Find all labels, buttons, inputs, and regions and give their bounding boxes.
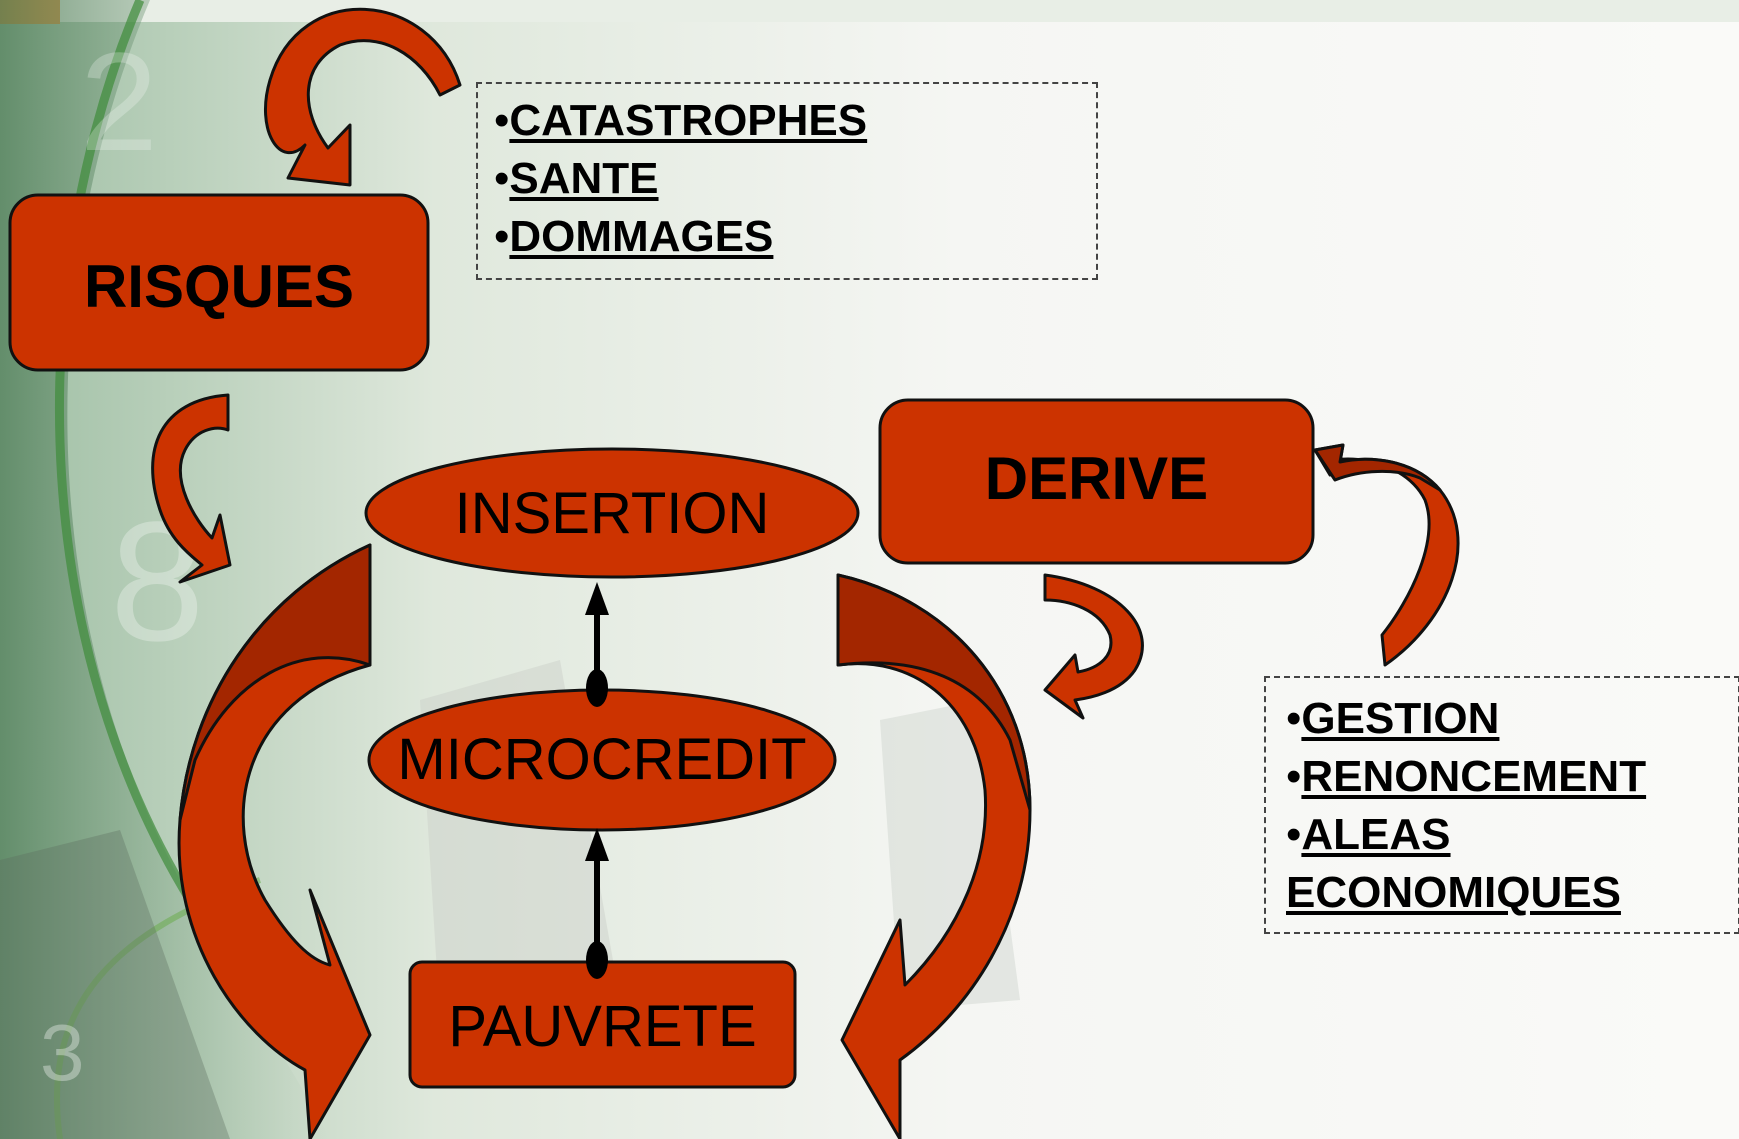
derive-list: •GESTION •RENONCEMENT •ALEAS ECONOMIQUES — [1286, 690, 1646, 922]
risques-box — [8, 193, 430, 372]
list-item: ECONOMIQUES — [1286, 868, 1621, 917]
risques-list-box — [476, 82, 1098, 280]
list-item: •CATASTROPHES — [494, 96, 868, 145]
curved-arrow-left — [151, 393, 232, 584]
svg-text:2: 2 — [80, 23, 158, 180]
derive-box — [878, 398, 1315, 565]
list-item: •DOMMAGES — [494, 212, 774, 261]
insertion-ellipse — [364, 447, 860, 579]
curved-arrow-derive — [1043, 573, 1144, 720]
list-item: •GESTION — [1286, 694, 1500, 743]
insertion-label: INSERTION — [454, 481, 770, 546]
curved-arrow-top — [264, 7, 462, 187]
list-item: •ALEAS — [1286, 810, 1451, 859]
svg-text:3: 3 — [40, 1008, 85, 1097]
derive-label: DERIVE — [984, 445, 1209, 512]
list-item: •RENONCEMENT — [1286, 752, 1647, 801]
risques-list: •CATASTROPHES •SANTE •DOMMAGES — [494, 92, 867, 266]
list-item: •SANTE — [494, 154, 659, 203]
pauvrete-label: PAUVRETE — [448, 994, 757, 1059]
microcredit-label: MICROCREDIT — [397, 727, 807, 792]
risques-label: RISQUES — [83, 253, 355, 320]
